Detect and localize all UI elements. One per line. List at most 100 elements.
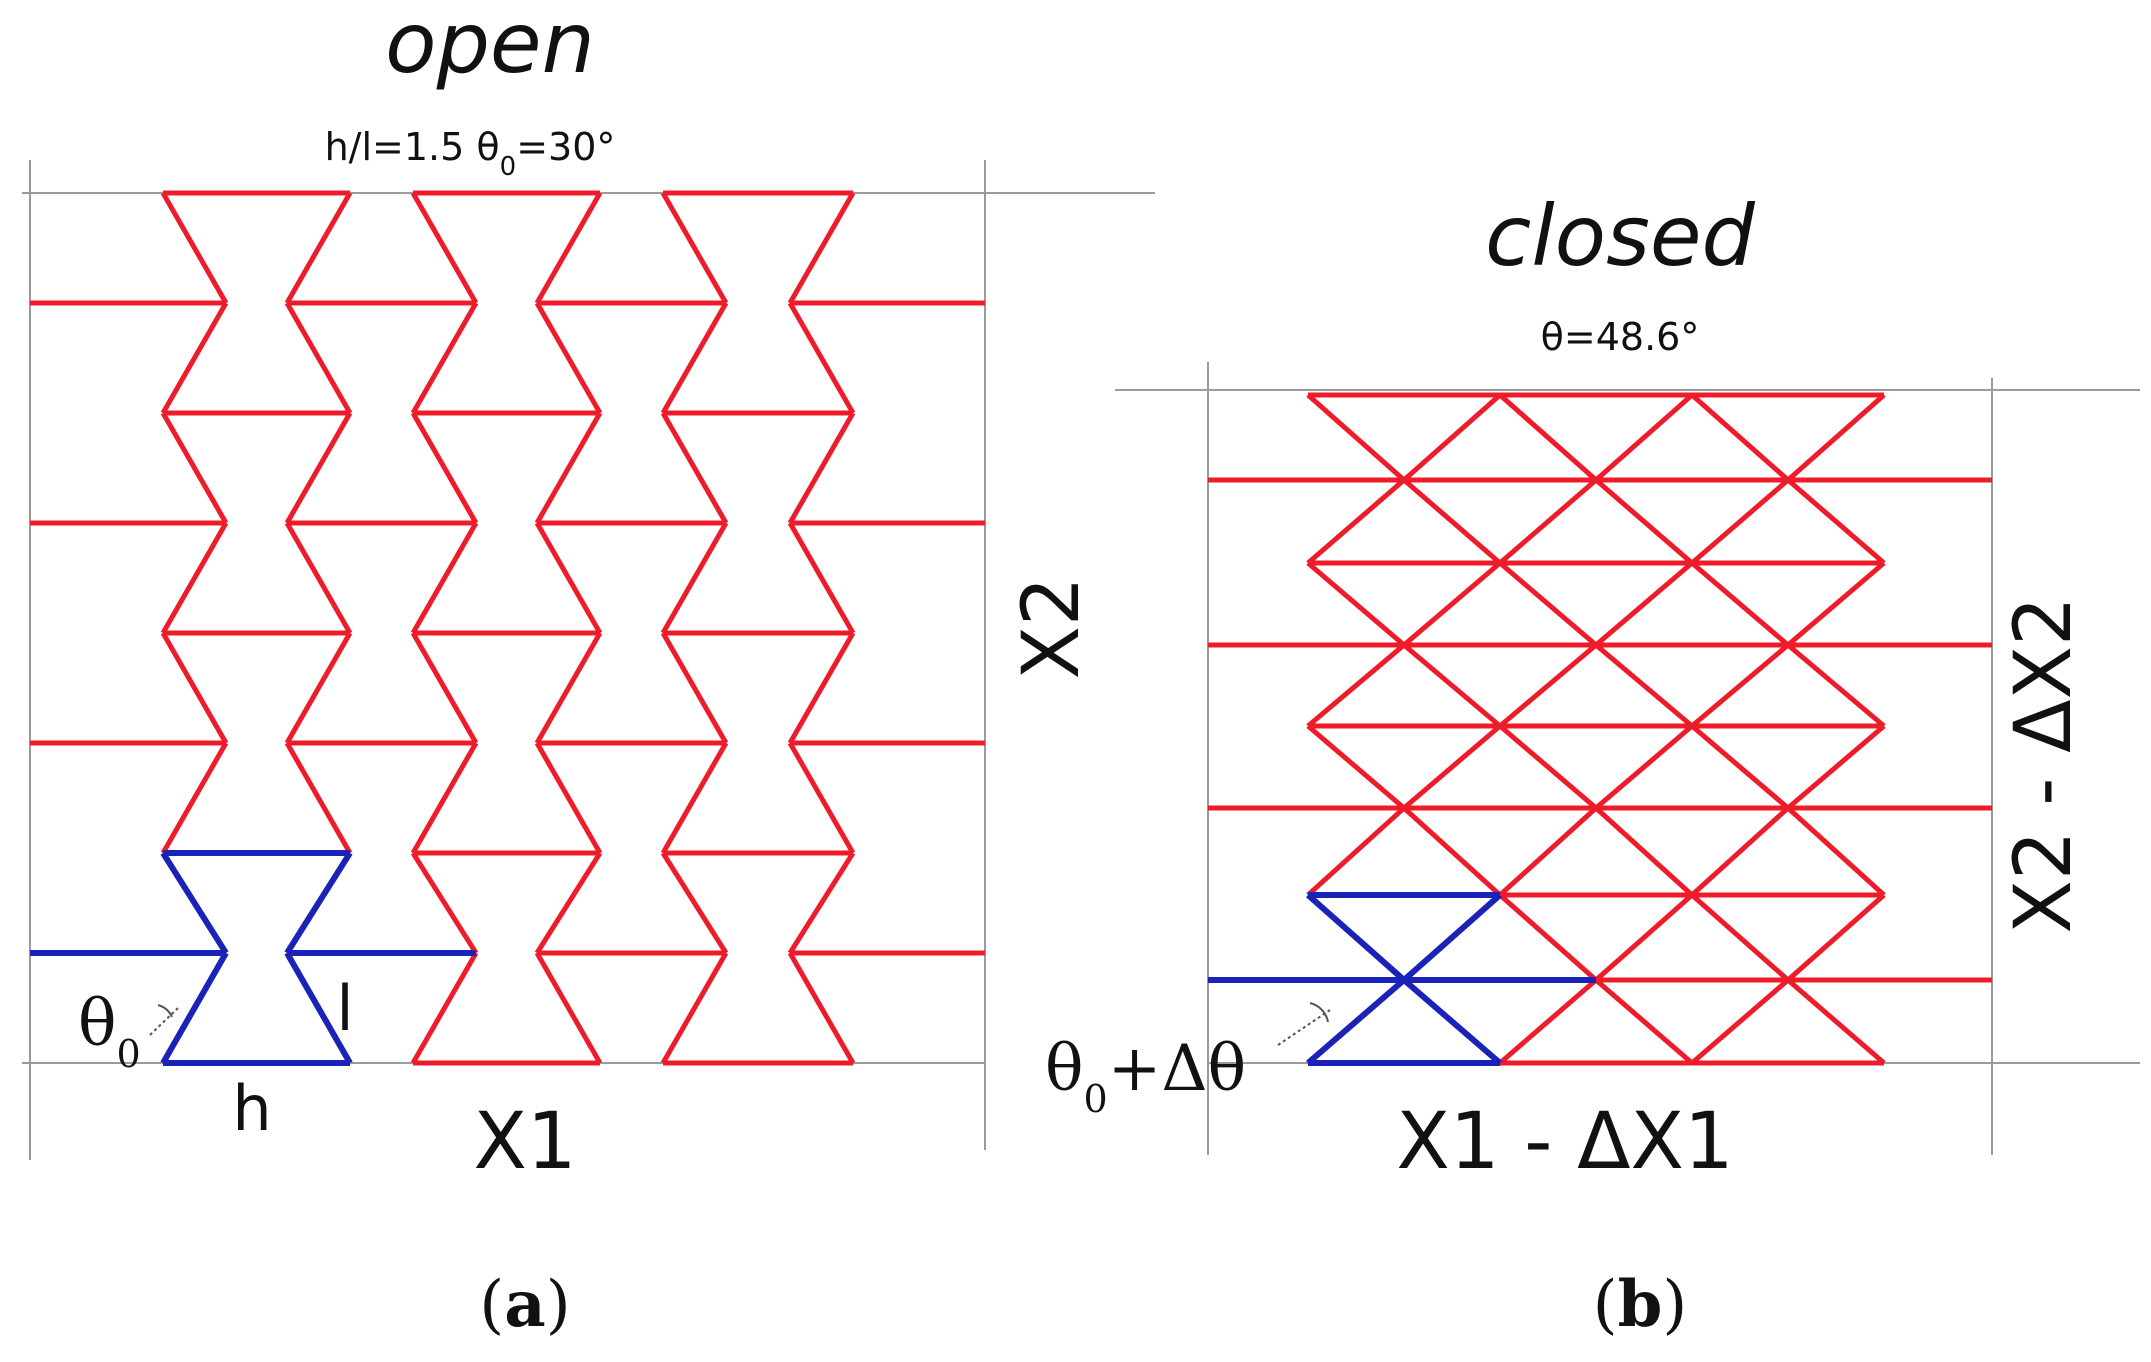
cell-strut <box>410 741 479 855</box>
cell-strut <box>160 951 229 1065</box>
cell-strut <box>410 851 479 955</box>
cell-strut <box>1498 478 1598 565</box>
cell-strut <box>1498 561 1598 647</box>
cell-strut <box>1786 978 1886 1065</box>
cell-strut <box>787 411 856 525</box>
cell-strut <box>1690 478 1790 565</box>
open-honeycomb-lattice <box>30 190 985 1066</box>
cell-strut <box>410 191 479 305</box>
cell-strut <box>284 521 353 635</box>
cell-strut <box>534 521 603 635</box>
cell-strut <box>1306 806 1406 897</box>
cell-strut <box>1306 892 1406 983</box>
x1-dimension-label: X1 <box>473 1097 576 1187</box>
panel-a-parameters: h/l=1.5 θ0=30° <box>325 125 616 182</box>
cell-strut <box>410 951 479 1065</box>
cell-strut <box>660 521 729 635</box>
cell-strut <box>1402 561 1502 647</box>
cell-strut <box>1786 478 1886 565</box>
cell-strut <box>1690 724 1790 810</box>
cell-strut <box>160 191 229 305</box>
cell-strut <box>1498 724 1598 810</box>
cell-strut <box>1402 806 1502 897</box>
caption-a: (a) <box>479 1267 570 1342</box>
cell-strut <box>1306 478 1406 565</box>
cell-strut <box>1786 393 1886 482</box>
cell-strut <box>1402 478 1502 565</box>
cell-strut <box>1306 561 1406 647</box>
cell-strut <box>787 951 856 1065</box>
cell-strut <box>1594 806 1694 897</box>
panel-b-title: closed <box>1485 187 1755 285</box>
cell-strut <box>160 411 229 525</box>
cell-strut <box>160 301 229 415</box>
caption-b: (b) <box>1593 1267 1688 1342</box>
cell-strut <box>160 521 229 635</box>
cell-strut <box>660 411 729 525</box>
cell-strut <box>787 301 856 415</box>
theta0-arc <box>157 1004 173 1018</box>
panel-a-title: open <box>385 0 595 92</box>
panel-b: closed θ=48.6° θ0+Δθ X1 - ΔX1 X2 - ΔX2 (… <box>1045 187 2140 1342</box>
cell-strut <box>160 851 229 955</box>
cell-strut <box>1786 893 1886 982</box>
cell-strut <box>1498 893 1598 982</box>
cell-strut <box>1498 806 1598 897</box>
cell-strut <box>534 191 603 305</box>
cell-strut <box>1690 978 1790 1065</box>
cell-strut <box>410 301 479 415</box>
cell-strut <box>1786 806 1886 897</box>
cell-strut <box>160 631 229 745</box>
cell-strut <box>284 951 353 1065</box>
cell-strut <box>284 741 353 855</box>
x2-minus-delta-label: X2 - ΔX2 <box>1999 596 2089 933</box>
cell-strut <box>1690 893 1790 982</box>
cell-strut <box>787 851 856 955</box>
cell-strut <box>1690 561 1790 647</box>
cell-strut <box>410 631 479 745</box>
cell-strut <box>410 411 479 525</box>
cell-strut <box>1594 561 1694 647</box>
cell-strut <box>1594 393 1694 482</box>
theta0-leader <box>149 1007 179 1036</box>
cell-strut <box>1690 806 1790 897</box>
theta0-label: θ0 <box>78 987 141 1076</box>
cell-strut <box>534 951 603 1065</box>
theta0-plus-delta-label: θ0+Δθ <box>1045 1032 1246 1121</box>
cell-strut <box>1498 978 1598 1065</box>
cell-strut <box>1690 393 1790 482</box>
panel-b-parameters: θ=48.6° <box>1541 315 1700 359</box>
cell-strut <box>534 301 603 415</box>
cell-strut <box>787 631 856 745</box>
l-label: l <box>336 972 353 1045</box>
x1-minus-delta-label: X1 - ΔX1 <box>1396 1097 1733 1187</box>
cell-strut <box>787 741 856 855</box>
cell-strut <box>1786 561 1886 647</box>
cell-strut <box>787 191 856 305</box>
cell-strut <box>284 411 353 525</box>
closed-unit-cell <box>1208 892 1596 1066</box>
cell-strut <box>1786 724 1886 810</box>
cell-strut <box>1786 643 1886 728</box>
closed-honeycomb-lattice <box>1208 392 1992 1066</box>
cell-strut <box>1498 393 1598 482</box>
cell-strut <box>410 521 479 635</box>
cell-strut <box>534 851 603 955</box>
cell-strut <box>534 411 603 525</box>
cell-strut <box>1402 724 1502 810</box>
cell-strut <box>160 741 229 855</box>
cell-strut <box>1594 478 1694 565</box>
cell-strut <box>284 191 353 305</box>
open-unit-cell <box>30 850 476 1066</box>
cell-strut <box>660 951 729 1065</box>
x2-dimension-label: X2 <box>1007 576 1097 679</box>
cell-strut <box>284 851 353 955</box>
cell-strut <box>1306 724 1406 810</box>
cell-strut <box>660 741 729 855</box>
cell-strut <box>660 191 729 305</box>
cell-strut <box>1306 393 1406 482</box>
cell-strut <box>787 521 856 635</box>
cell-strut <box>1690 643 1790 728</box>
cell-strut <box>1306 643 1406 728</box>
cell-strut <box>1306 977 1406 1066</box>
